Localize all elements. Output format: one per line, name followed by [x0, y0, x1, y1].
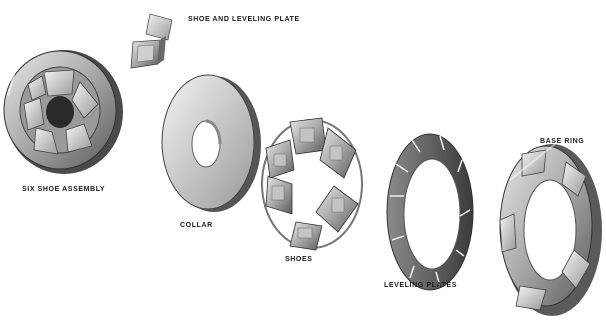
label-shoe-and-leveling-plate: SHOE AND LEVELING PLATE: [188, 16, 300, 23]
six-shoe-assembly-part: [4, 50, 123, 174]
shoe-and-leveling-plate-part: [131, 14, 172, 68]
leveling-plates-part: [387, 134, 473, 290]
label-collar: COLLAR: [180, 222, 213, 229]
label-leveling-plates: LEVELING PLATES: [384, 282, 457, 289]
base-ring-part: [500, 140, 602, 316]
label-base-ring: BASE RING: [540, 138, 584, 145]
shoes-part: [262, 118, 362, 250]
label-six-shoe-assembly: SIX SHOE ASSEMBLY: [22, 186, 105, 193]
collar-part: [162, 75, 261, 212]
label-shoes: SHOES: [285, 256, 313, 263]
